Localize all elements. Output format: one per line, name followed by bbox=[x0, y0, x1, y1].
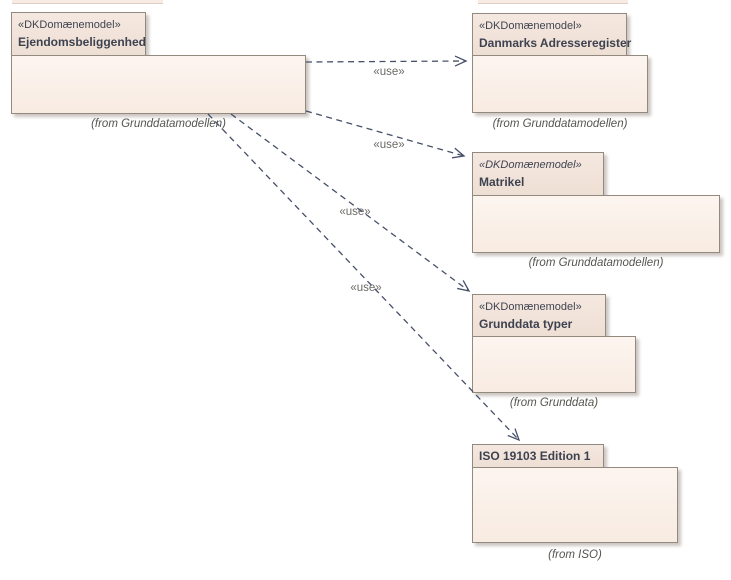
package-body-grunddata-typer[interactable] bbox=[472, 336, 636, 393]
package-body-danmarks-adresseregister[interactable] bbox=[472, 55, 648, 113]
package-name: ISO 19103 Edition 1 bbox=[479, 449, 591, 463]
use-dependency-line[interactable] bbox=[230, 113, 471, 292]
package-origin-label: (from ISO) bbox=[548, 549, 602, 561]
package-stereotype: «DKDomænemodel» bbox=[479, 159, 582, 171]
package-stereotype: «DKDomænemodel» bbox=[18, 19, 121, 31]
use-label: «use» bbox=[373, 66, 405, 78]
package-name: Danmarks Adresseregister bbox=[479, 36, 632, 50]
package-name: Matrikel bbox=[479, 175, 525, 189]
use-dependency-line[interactable] bbox=[207, 113, 521, 442]
package-body-ejendomsbeliggenhed[interactable] bbox=[11, 55, 306, 114]
use-dependency-line[interactable] bbox=[305, 55, 468, 67]
package-tab-danmarks-adresseregister[interactable]: «DKDomænemodel» Danmarks Adresseregister bbox=[472, 13, 632, 56]
package-body-iso-19103[interactable] bbox=[472, 467, 678, 543]
cropped-package-edge bbox=[12, 0, 163, 4]
package-origin-label: (from Grunddatamodellen) bbox=[492, 118, 628, 130]
package-stereotype: «DKDomænemodel» bbox=[479, 301, 582, 313]
package-origin-label: (from Grunddata) bbox=[509, 397, 599, 409]
package-tab-matrikel[interactable]: «DKDomænemodel» Matrikel bbox=[472, 152, 604, 196]
use-label: «use» bbox=[373, 139, 405, 151]
use-label: «use» bbox=[339, 206, 371, 218]
cropped-package-edge bbox=[478, 0, 628, 4]
package-origin-label: (from Grunddatamodellen) bbox=[528, 257, 664, 269]
package-tab-grunddata-typer[interactable]: «DKDomænemodel» Grunddata typer bbox=[472, 294, 606, 337]
package-name: Grunddata typer bbox=[479, 317, 573, 331]
use-dependency-line[interactable] bbox=[305, 110, 466, 159]
use-label: «use» bbox=[350, 282, 382, 294]
package-tab-ejendomsbeliggenhed[interactable]: «DKDomænemodel» Ejendomsbeliggenhed bbox=[11, 12, 146, 56]
package-name: Ejendomsbeliggenhed bbox=[18, 35, 147, 49]
package-origin-label: (from Grunddatamodellen) bbox=[91, 118, 226, 130]
package-body-matrikel[interactable] bbox=[472, 195, 720, 253]
package-stereotype: «DKDomænemodel» bbox=[479, 20, 582, 32]
package-tab-iso-19103[interactable]: ISO 19103 Edition 1 bbox=[472, 444, 604, 468]
